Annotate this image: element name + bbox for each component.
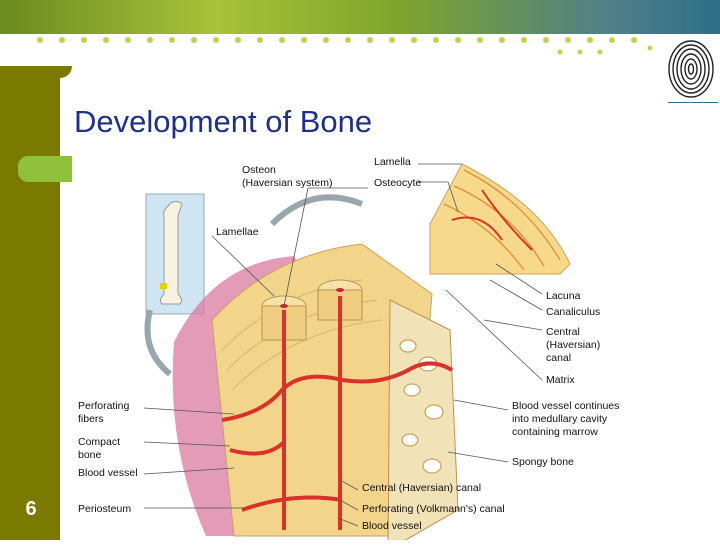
label-compact-bone: Compact bone	[78, 436, 121, 461]
label-matrix: Matrix	[546, 374, 575, 386]
slide-number: 6	[25, 498, 37, 520]
pointer-arrow-top	[269, 194, 364, 227]
left-sidebar	[0, 66, 60, 540]
bone-anatomy-diagram: Osteon (Haversian system) Lamellae Lamel…	[72, 150, 720, 545]
label-blood-vessel-left: Blood vessel	[78, 467, 138, 479]
logo-underline	[668, 102, 718, 103]
blood-vessels	[221, 296, 454, 530]
header-gradient	[0, 0, 720, 34]
label-central-canal-right: Central (Haversian) canal	[546, 326, 601, 364]
label-canaliculus: Canaliculus	[546, 306, 601, 318]
pointer-arrow-left	[144, 309, 172, 377]
long-bone-inset	[145, 193, 205, 315]
header-banner	[0, 0, 720, 66]
fingerprint-icon	[668, 40, 714, 98]
label-central-canal-bottom: Central (Haversian) canal	[362, 482, 482, 494]
label-lamellae: Lamellae	[216, 226, 259, 238]
sidebar-tab	[18, 156, 72, 182]
sidebar-corner	[60, 66, 72, 78]
page-title: Development of Bone	[74, 104, 373, 139]
label-spongy-bone: Spongy bone	[512, 456, 574, 468]
bone-illustration	[143, 163, 571, 545]
label-blood-vessel-bottom: Blood vessel	[362, 520, 422, 532]
label-osteon: Osteon (Haversian system)	[242, 164, 333, 189]
label-perforating-fibers: Perforating fibers	[78, 400, 130, 425]
label-perforating-canal: Perforating (Volkmann's) canal	[362, 503, 505, 515]
label-lacuna: Lacuna	[546, 290, 581, 302]
label-lamella: Lamella	[374, 156, 411, 168]
label-osteocyte: Osteocyte	[374, 177, 422, 189]
header-dots	[37, 37, 653, 55]
label-periosteum: Periosteum	[78, 503, 132, 515]
spongy-bone-region	[387, 299, 459, 545]
osteon-magnified-wedge	[429, 163, 571, 275]
label-blood-vessel-continues: Blood vessel continues into medullary ca…	[512, 400, 620, 438]
